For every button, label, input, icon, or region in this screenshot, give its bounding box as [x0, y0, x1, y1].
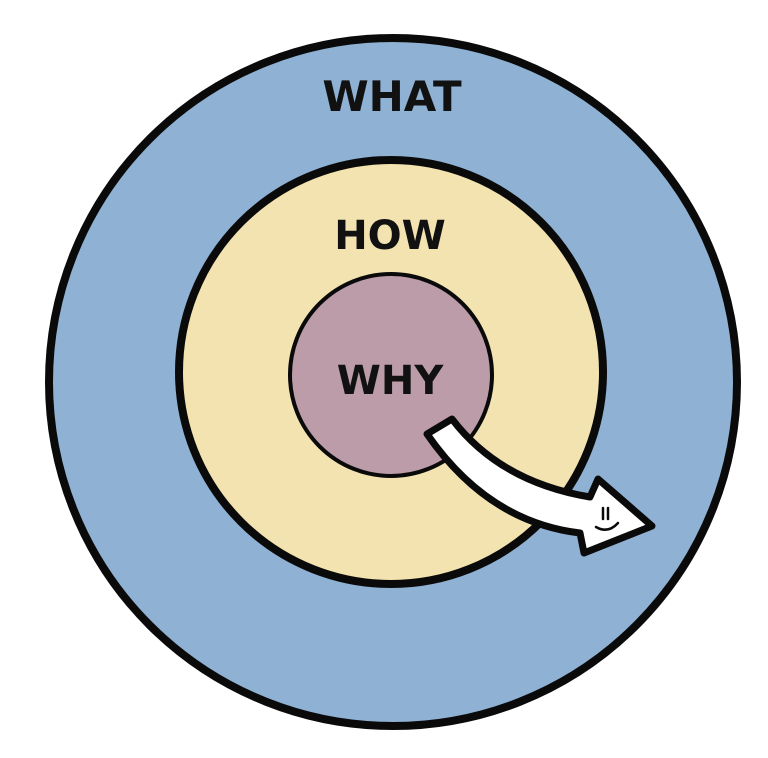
arrow-icon [423, 415, 656, 557]
why-label: WHY [337, 358, 445, 404]
what-label: WHAT [322, 72, 462, 121]
how-label: HOW [334, 213, 446, 259]
